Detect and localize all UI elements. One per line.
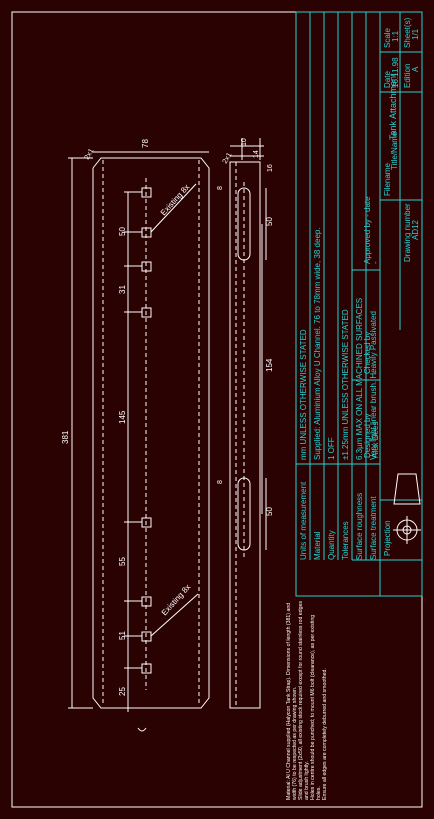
row-label-material: Material [313,531,322,560]
callout-existing-top: Existing 8x [150,183,197,233]
row-value-treatment: Very light linear brush. Heavily Passiva… [369,311,378,460]
row-label-roughness: Surface roughness [355,493,364,560]
dim-hole-31: 31 [118,285,127,294]
drawing-number-label: Drawing number [403,203,412,262]
row-label-tolerances: Tolerances [341,521,350,560]
note-line-7: Ensure all edges are completely deburred… [322,668,328,800]
dim-side-16: 16 [267,164,274,172]
edition-label: Edition [403,64,412,88]
edition-value: A [411,66,420,72]
row-label-quantity: Quantity [327,530,336,560]
designed-by-value: Alex Dees [371,422,380,458]
sheets-value: 1/1 [411,28,420,40]
checked-by-value: - [371,371,380,374]
dim-width: 78 [141,139,150,148]
note-line-3: Slide adjustment (2x50, all existing sto… [298,601,304,800]
scale-value: 1:1 [391,30,400,42]
date-label: Date [383,71,392,88]
dim-depth-b: 14 [253,150,260,158]
row-value-units: mm UNLESS OTHERWISE STATED [299,329,308,460]
row-label-treatment: Surface treatment [369,496,378,560]
date-value: 16.11.98 [391,57,400,88]
dim-overall-length: 381 [61,430,70,444]
dim-chamfer-a: 2x1 [84,148,96,161]
width-dimension: 78 2x1 2x1 [84,139,234,165]
dim-slot-width-a: 8 [217,186,224,190]
title-block: Units of measurement mm UNLESS OTHERWISE… [295,11,423,597]
approved-value: - [371,261,380,264]
dim-slot-50-bottom: 50 [265,507,274,516]
sheets-label: Sheet(s) [403,17,412,48]
note-line-6: holes. [316,786,322,800]
row-label-units: Units of measurement [299,481,308,560]
note-line-4: and brush lightly. [304,761,310,800]
note-line-5: Holes in centre should be punched; to mo… [310,615,316,800]
note-line-1: Material: Al U Channel supplied (Halycon… [286,603,292,800]
row-value-roughness: 6.3µm MAX ON ALL MACHINED SURFACES [355,298,364,460]
overall-length-dimension: 381 [61,157,93,709]
title-label: Title/Name [390,131,399,170]
projection-label: Projection [383,520,392,556]
scale-label: Scale [383,27,392,48]
channel-side-view [229,155,264,709]
callout-existing-top-text: Existing 8x [159,183,192,218]
projection-symbol [393,473,421,544]
row-value-quantity: 1 OFF [327,437,336,460]
note-line-2: width (76) to be respected as per drawin… [292,687,298,800]
dim-hole-55: 55 [118,557,127,566]
dim-hole-145: 145 [118,410,127,424]
dim-chamfer-b: 2x1 [222,152,234,165]
dim-depth-a: 10 [241,138,248,146]
row-value-material: Supplied: Aluminium Alloy U Channel. 76 … [313,227,322,460]
callout-existing-bottom: Existing 8x [150,583,199,637]
hole-dimensions: 50 31 145 55 51 25 [118,191,147,732]
approved-label: Approved by - date [363,196,372,264]
designed-by-label: Designed by [363,414,372,458]
dim-hole-25: 25 [118,687,127,696]
dim-slot-spacing: 154 [265,358,274,372]
dim-slot-50-top: 50 [265,217,274,226]
datum-hook [137,727,147,732]
side-view-dimensions: 50 50 154 8 8 10 14 16 [217,138,274,550]
dim-hole-50: 50 [118,227,127,236]
drawing-number-value: AD12 [411,219,420,240]
title-value: Tank Attachment [388,73,398,140]
row-value-tolerances: ±1.25mm UNLESS OTHERWISE STATED [341,309,350,460]
channel-front-view [92,157,210,709]
dim-slot-width-b: 8 [217,480,224,484]
dim-hole-51: 51 [118,631,127,640]
filename-label: Filename [383,163,392,196]
callout-existing-bottom-text: Existing 8x [160,583,193,618]
notes: Material: Al U Channel supplied (Halycon… [286,601,328,800]
checked-by-label: Checked by [363,332,372,374]
